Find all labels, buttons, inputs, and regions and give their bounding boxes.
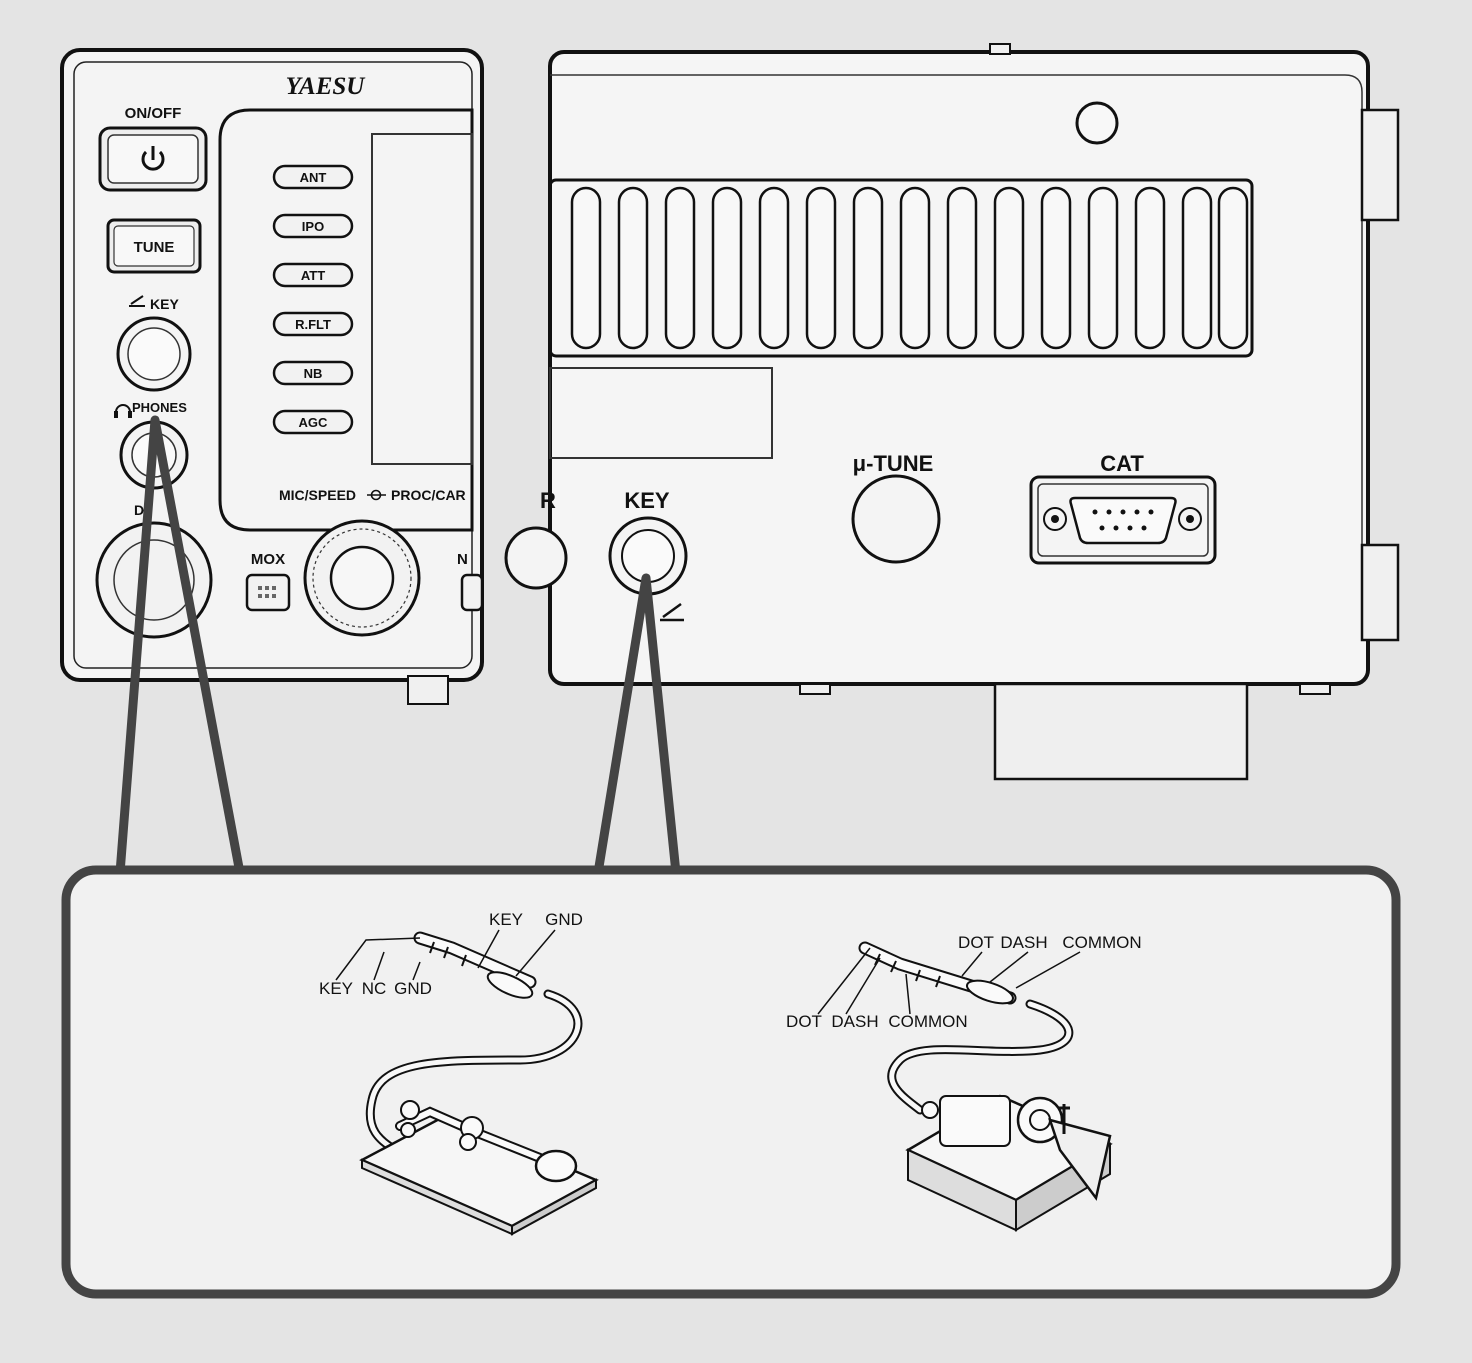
front-key-jack[interactable] <box>116 316 192 392</box>
knob-arrow-icon <box>367 489 386 501</box>
tune-button[interactable]: TUNE <box>106 218 202 274</box>
cat-port[interactable] <box>1029 475 1217 565</box>
svg-text:D: D <box>134 502 144 518</box>
detail-panel: KEY GND KEY NC GND <box>61 865 1401 1299</box>
power-button[interactable] <box>98 126 208 192</box>
tune-button-label: TUNE <box>134 239 175 256</box>
paddle-bottom-label-dash: DASH <box>831 1012 878 1031</box>
rear-key-jack[interactable] <box>608 516 688 596</box>
paddle-top-label-dot: DOT <box>958 933 994 952</box>
side-button-nb-label: NB <box>304 366 323 381</box>
headphones-icon <box>114 404 132 418</box>
straight-key-bottom-label-gnd: GND <box>394 979 432 998</box>
cat-label: CAT <box>1100 451 1144 476</box>
svg-text:N: N <box>457 551 468 568</box>
side-button-att-label: ATT <box>301 268 325 283</box>
mu-tune-label: μ-TUNE <box>853 451 934 476</box>
side-button-att[interactable]: ATT <box>272 262 354 288</box>
key-paddle-icon <box>660 602 684 622</box>
straight-key-bottom-label-nc: NC <box>362 979 387 998</box>
paddle-top-label-dash: DASH <box>1000 933 1047 952</box>
side-button-ant[interactable]: ANT <box>272 164 354 190</box>
paddle-bottom-label-common: COMMON <box>888 1012 967 1031</box>
side-button-nb[interactable]: NB <box>272 360 354 386</box>
side-button-rflt[interactable]: R.FLT <box>272 311 354 337</box>
phones-jack-label: PHONES <box>132 400 187 415</box>
mic-speed-label: MIC/SPEED <box>279 487 356 503</box>
mox-label: MOX <box>251 551 285 568</box>
side-button-agc-label: AGC <box>299 415 329 430</box>
straight-key-top-label-key: KEY <box>489 910 523 929</box>
power-icon <box>141 146 165 171</box>
paddle-top-label-common: COMMON <box>1062 933 1141 952</box>
straight-key-plug <box>413 931 537 999</box>
rear-panel: R KEY μ-TUNE CAT <box>504 43 1400 781</box>
straight-key-leader-lines <box>335 929 556 981</box>
brand-logo: YAESU <box>286 73 367 100</box>
paddle-leader-lines <box>817 947 1081 1015</box>
power-button-label: ON/OFF <box>125 105 182 122</box>
straight-key-illustration <box>359 931 599 1236</box>
straight-key-bottom-label-key: KEY <box>319 979 353 998</box>
mox-button[interactable] <box>245 573 291 612</box>
proc-car-label: PROC/CAR <box>391 487 466 503</box>
straight-key-top-label-gnd: GND <box>545 910 583 929</box>
mic-speed-knob[interactable] <box>303 519 421 637</box>
side-button-agc[interactable]: AGC <box>272 409 354 435</box>
paddle-illustration <box>858 941 1113 1232</box>
callout-pointers <box>115 415 681 874</box>
svg-text:R: R <box>540 488 556 513</box>
side-button-ipo-label: IPO <box>302 219 324 234</box>
side-button-rflt-label: R.FLT <box>295 317 331 332</box>
side-button-ipo[interactable]: IPO <box>272 213 354 239</box>
key-paddle-icon <box>129 295 145 307</box>
side-button-ant-label: ANT <box>300 170 327 185</box>
mu-tune-jack[interactable] <box>851 474 941 564</box>
straight-key-base <box>359 1100 599 1236</box>
rear-key-jack-label: KEY <box>624 488 670 513</box>
paddle-base <box>905 1094 1113 1232</box>
front-key-jack-label: KEY <box>150 296 179 312</box>
front-panel: YAESU ON/OFF TUNE KEY <box>60 48 484 705</box>
paddle-plug <box>858 941 1017 1005</box>
paddle-bottom-label-dot: DOT <box>786 1012 822 1031</box>
